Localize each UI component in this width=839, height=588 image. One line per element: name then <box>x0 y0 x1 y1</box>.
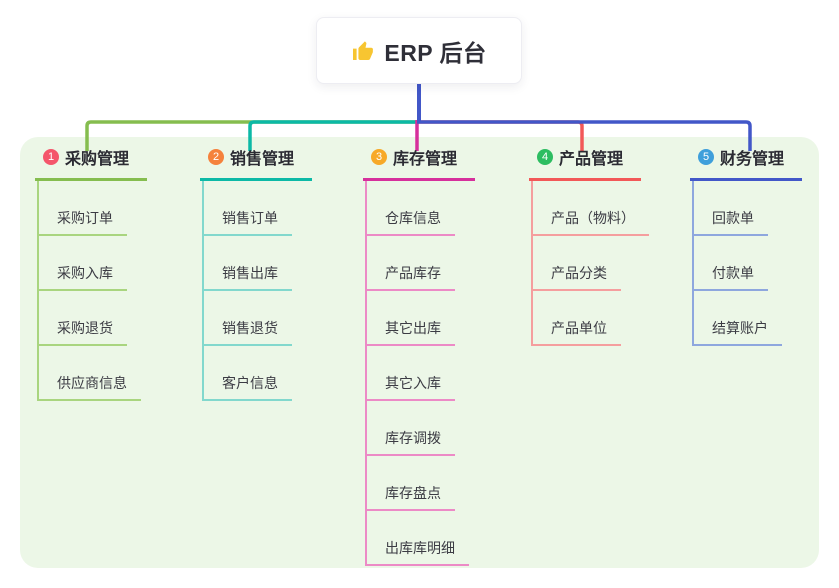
child-node[interactable]: 产品分类 <box>531 236 649 291</box>
child-node-label: 回款单 <box>692 208 768 236</box>
child-node-label: 仓库信息 <box>365 208 455 236</box>
root-node-erp[interactable]: ERP 后台 <box>316 17 522 84</box>
child-node[interactable]: 产品（物料） <box>531 181 649 236</box>
child-node[interactable]: 库存盘点 <box>365 456 475 511</box>
branch-heading[interactable]: 5 财务管理 <box>690 145 802 181</box>
branch-spine-line <box>692 181 694 346</box>
child-node[interactable]: 采购退货 <box>37 291 147 346</box>
child-node[interactable]: 其它出库 <box>365 291 475 346</box>
branch-sales: 2 销售管理 销售订单 销售出库 销售退货 客户信息 <box>200 145 312 401</box>
child-node-label: 其它入库 <box>365 373 455 401</box>
branch-number-badge: 4 <box>537 149 553 165</box>
child-node[interactable]: 供应商信息 <box>37 346 147 401</box>
branch-children: 采购订单 采购入库 采购退货 供应商信息 <box>37 181 147 401</box>
branch-children: 回款单 付款单 结算账户 <box>692 181 802 346</box>
child-node[interactable]: 结算账户 <box>692 291 802 346</box>
child-node-label: 出库库明细 <box>365 538 469 566</box>
thumbs-up-icon <box>351 39 375 63</box>
child-node[interactable]: 出库库明细 <box>365 511 475 566</box>
branches-panel <box>20 137 819 568</box>
child-node[interactable]: 销售出库 <box>202 236 312 291</box>
child-node-label: 结算账户 <box>692 318 782 346</box>
branch-children: 仓库信息 产品库存 其它出库 其它入库 库存调拨 库存盘点 出库库明细 <box>365 181 475 566</box>
child-node-label: 产品库存 <box>365 263 455 291</box>
child-node-label: 付款单 <box>692 263 768 291</box>
branch-number-badge: 2 <box>208 149 224 165</box>
branch-heading[interactable]: 4 产品管理 <box>529 145 641 181</box>
branch-children: 产品（物料） 产品分类 产品单位 <box>531 181 649 346</box>
child-node-label: 采购入库 <box>37 263 127 291</box>
branch-spine-line <box>531 181 533 346</box>
child-node-label: 库存调拨 <box>365 428 455 456</box>
branch-heading[interactable]: 2 销售管理 <box>200 145 312 181</box>
branch-number-badge: 5 <box>698 149 714 165</box>
child-node[interactable]: 库存调拨 <box>365 401 475 456</box>
child-node-label: 采购订单 <box>37 208 127 236</box>
branch-purchase: 1 采购管理 采购订单 采购入库 采购退货 供应商信息 <box>35 145 147 401</box>
branch-finance: 5 财务管理 回款单 付款单 结算账户 <box>690 145 802 346</box>
root-title: ERP 后台 <box>384 39 487 66</box>
child-node[interactable]: 产品单位 <box>531 291 649 346</box>
branch-product: 4 产品管理 产品（物料） 产品分类 产品单位 <box>529 145 649 346</box>
child-node[interactable]: 仓库信息 <box>365 181 475 236</box>
branch-inventory: 3 库存管理 仓库信息 产品库存 其它出库 其它入库 库存调拨 库存盘点 出库库… <box>363 145 475 566</box>
branch-label: 财务管理 <box>720 151 785 168</box>
child-node-label: 产品单位 <box>531 318 621 346</box>
branch-label: 销售管理 <box>230 151 295 168</box>
child-node[interactable]: 回款单 <box>692 181 802 236</box>
child-node-label: 供应商信息 <box>37 373 141 401</box>
branch-spine-line <box>37 181 39 401</box>
child-node-label: 销售出库 <box>202 263 292 291</box>
child-node[interactable]: 销售退货 <box>202 291 312 346</box>
child-node[interactable]: 付款单 <box>692 236 802 291</box>
child-node-label: 其它出库 <box>365 318 455 346</box>
child-node-label: 产品（物料） <box>531 208 649 236</box>
child-node-label: 库存盘点 <box>365 483 455 511</box>
child-node[interactable]: 客户信息 <box>202 346 312 401</box>
branch-spine-line <box>365 181 367 566</box>
child-node-label: 销售订单 <box>202 208 292 236</box>
branch-heading[interactable]: 3 库存管理 <box>363 145 475 181</box>
branch-label: 库存管理 <box>393 151 458 168</box>
branch-heading[interactable]: 1 采购管理 <box>35 145 147 181</box>
child-node-label: 客户信息 <box>202 373 292 401</box>
child-node-label: 销售退货 <box>202 318 292 346</box>
child-node[interactable]: 采购订单 <box>37 181 147 236</box>
branch-label: 产品管理 <box>559 151 624 168</box>
child-node[interactable]: 产品库存 <box>365 236 475 291</box>
child-node[interactable]: 采购入库 <box>37 236 147 291</box>
branch-children: 销售订单 销售出库 销售退货 客户信息 <box>202 181 312 401</box>
child-node-label: 采购退货 <box>37 318 127 346</box>
child-node[interactable]: 其它入库 <box>365 346 475 401</box>
branch-number-badge: 3 <box>371 149 387 165</box>
child-node[interactable]: 销售订单 <box>202 181 312 236</box>
child-node-label: 产品分类 <box>531 263 621 291</box>
branch-label: 采购管理 <box>65 151 130 168</box>
branch-number-badge: 1 <box>43 149 59 165</box>
branch-spine-line <box>202 181 204 401</box>
